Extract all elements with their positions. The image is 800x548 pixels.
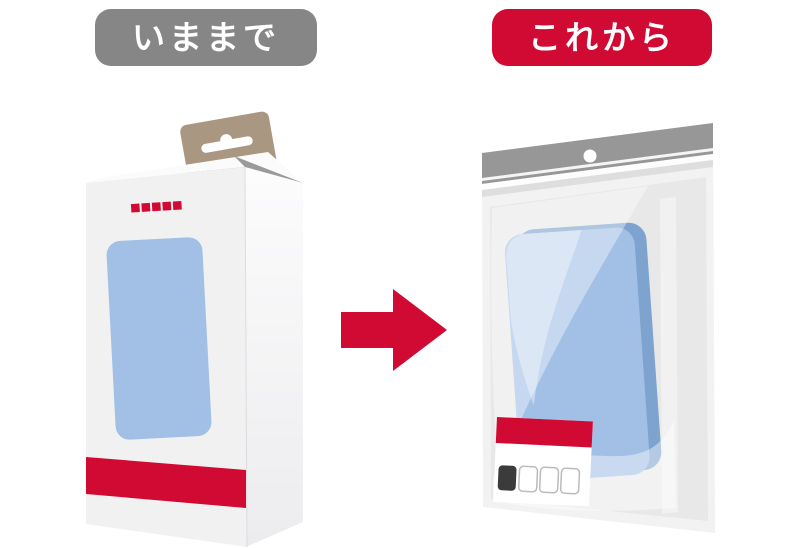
logo-dot <box>162 201 172 211</box>
logo-dot <box>141 202 151 212</box>
pouch-header-line <box>482 148 713 181</box>
box-red-stripe <box>86 457 246 508</box>
product-highlight <box>506 229 582 406</box>
before-badge: いままで <box>95 9 317 66</box>
swatch-empty <box>517 465 539 493</box>
box-top-shadow <box>234 156 303 183</box>
box-front-edge <box>244 166 248 548</box>
after-badge-label: これから <box>528 19 676 56</box>
logo-dot <box>130 203 140 213</box>
euro-slot-icon <box>201 136 253 153</box>
box-side-face <box>245 167 303 547</box>
swatch-empty <box>538 466 560 494</box>
pouch-sheen-top <box>491 186 648 472</box>
pouch-label <box>492 417 593 507</box>
pouch-header <box>482 123 713 184</box>
logo-dot <box>172 200 182 210</box>
logo-dots <box>130 200 182 213</box>
box-top-face <box>86 152 303 183</box>
before-badge-label: いままで <box>132 19 280 56</box>
pouch-seal-band <box>482 154 713 190</box>
after-badge: これから <box>492 9 712 66</box>
pouch-product <box>505 222 662 482</box>
box-window <box>106 237 212 440</box>
label-red-band <box>495 417 593 448</box>
right-arrow-icon <box>341 289 447 371</box>
pouch-seal-line <box>482 160 713 197</box>
swatch-empty <box>559 467 581 495</box>
logo-dot <box>151 202 161 212</box>
pouch-package <box>482 123 715 533</box>
swatch-filled <box>497 465 517 491</box>
pouch-sheen-right <box>660 197 678 514</box>
hang-hole-icon <box>583 149 597 163</box>
box-package <box>86 111 303 548</box>
